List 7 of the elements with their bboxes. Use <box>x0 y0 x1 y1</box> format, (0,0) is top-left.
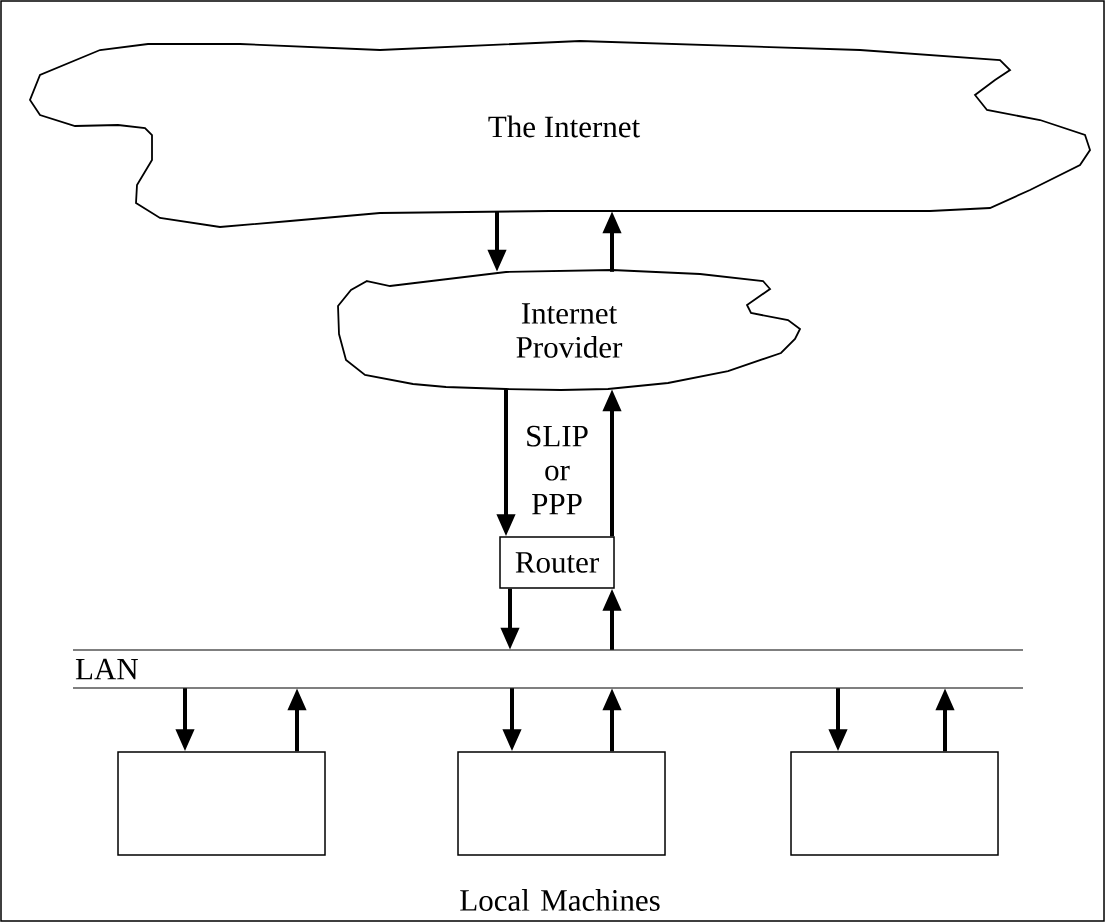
machine-box <box>117 751 326 856</box>
router-box: Router <box>499 536 615 589</box>
machine-box <box>790 751 999 856</box>
label-text: SLIP or PPP <box>527 425 588 515</box>
lan-band: LAN <box>72 649 1024 689</box>
label-text: Local Machines <box>460 889 660 911</box>
machine-box <box>457 751 666 856</box>
